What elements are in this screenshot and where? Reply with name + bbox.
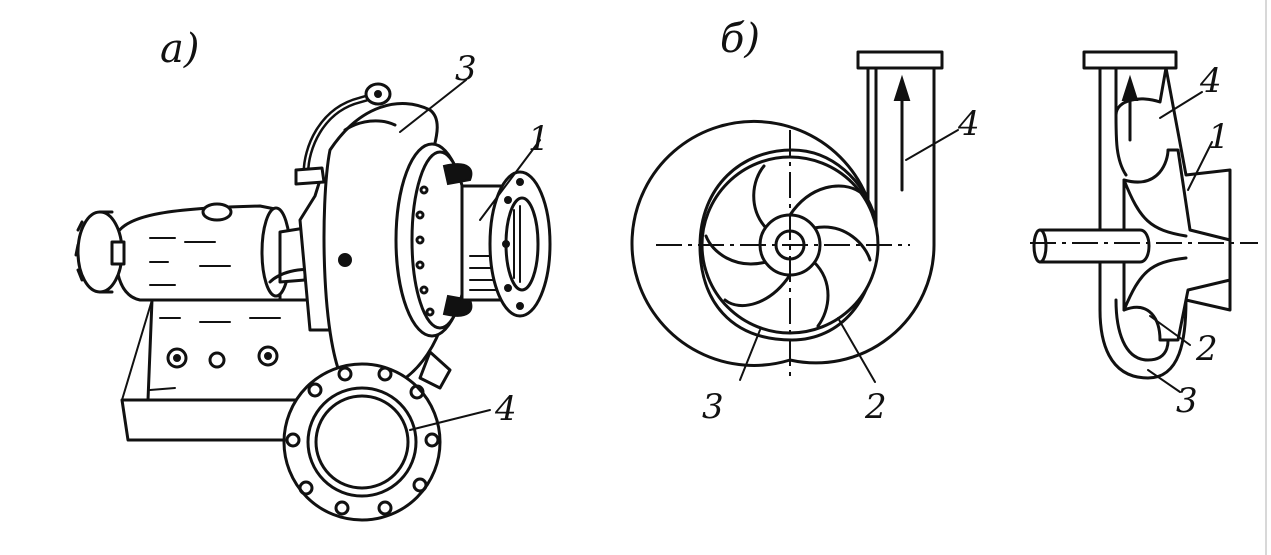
label-4-a: 4	[494, 389, 517, 429]
panel-a-pump-assembly	[74, 79, 552, 522]
label-3-a: 3	[455, 49, 477, 89]
leader-1-a	[479, 139, 541, 221]
leader-3-a	[399, 79, 467, 133]
panel-b-title: б)	[720, 16, 760, 62]
motor	[114, 202, 292, 302]
label-2-b-side: 2	[1195, 329, 1218, 369]
label-2-b-front: 2	[864, 387, 887, 427]
cable	[294, 82, 392, 186]
panel-b-front-view	[630, 50, 959, 383]
suction-flange	[394, 142, 473, 338]
label-1-a: 1	[528, 119, 550, 159]
impeller-blades	[704, 164, 872, 328]
panel-b-side-view	[1030, 50, 1258, 393]
inlet-pipe	[460, 170, 552, 318]
label-1-b-side: 1	[1208, 117, 1230, 157]
panel-a-title: a)	[160, 26, 199, 72]
label-3-b-side: 3	[1176, 381, 1198, 421]
label-3-b-front: 3	[702, 387, 724, 427]
leader-4-a	[409, 409, 491, 431]
discharge-flange	[282, 350, 452, 522]
handwheel	[74, 210, 126, 294]
label-4-b-front: 4	[957, 104, 980, 144]
label-4-b-side: 4	[1199, 61, 1222, 101]
